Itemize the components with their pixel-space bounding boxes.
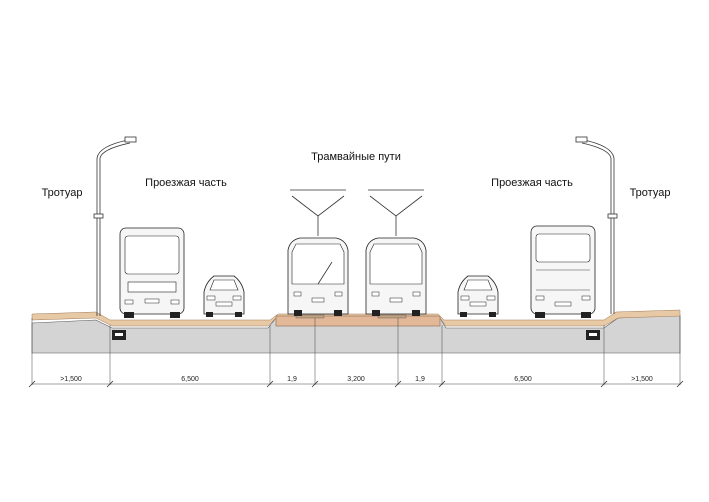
bus-right-icon [530,225,596,318]
tram-rail-left [295,314,325,319]
dimension-ticks [28,380,684,388]
bus-left-icon [119,227,185,318]
label-sidewalk-left: Тротуар [42,187,83,199]
dim-roadway-left: 6,500 [181,376,199,383]
boundary-lines [31,316,681,385]
drain-left [112,330,126,340]
car-right-icon [457,275,499,317]
dim-sidewalk-right: >1,500 [631,376,653,383]
tram-right-icon [365,189,427,316]
tram-rail-right [377,314,407,319]
label-roadway-right: Проезжая часть [491,177,573,189]
dim-track-right: 1,9 [415,376,425,383]
street-lamp-right-icon [575,136,618,314]
dim-track-center: 3,200 [347,376,365,383]
dim-sidewalk-left: >1,500 [60,376,82,383]
label-tram-tracks: Трамвайные пути [311,151,401,163]
dim-track-left: 1,9 [287,376,297,383]
dim-roadway-right: 6,500 [514,376,532,383]
label-sidewalk-right: Тротуар [630,187,671,199]
tram-track-bed [275,315,441,327]
car-left-icon [203,275,245,317]
label-roadway-left: Проезжая часть [145,177,227,189]
street-lamp-left-icon [93,136,137,316]
tram-left-icon [287,189,349,316]
drain-right [586,330,600,340]
